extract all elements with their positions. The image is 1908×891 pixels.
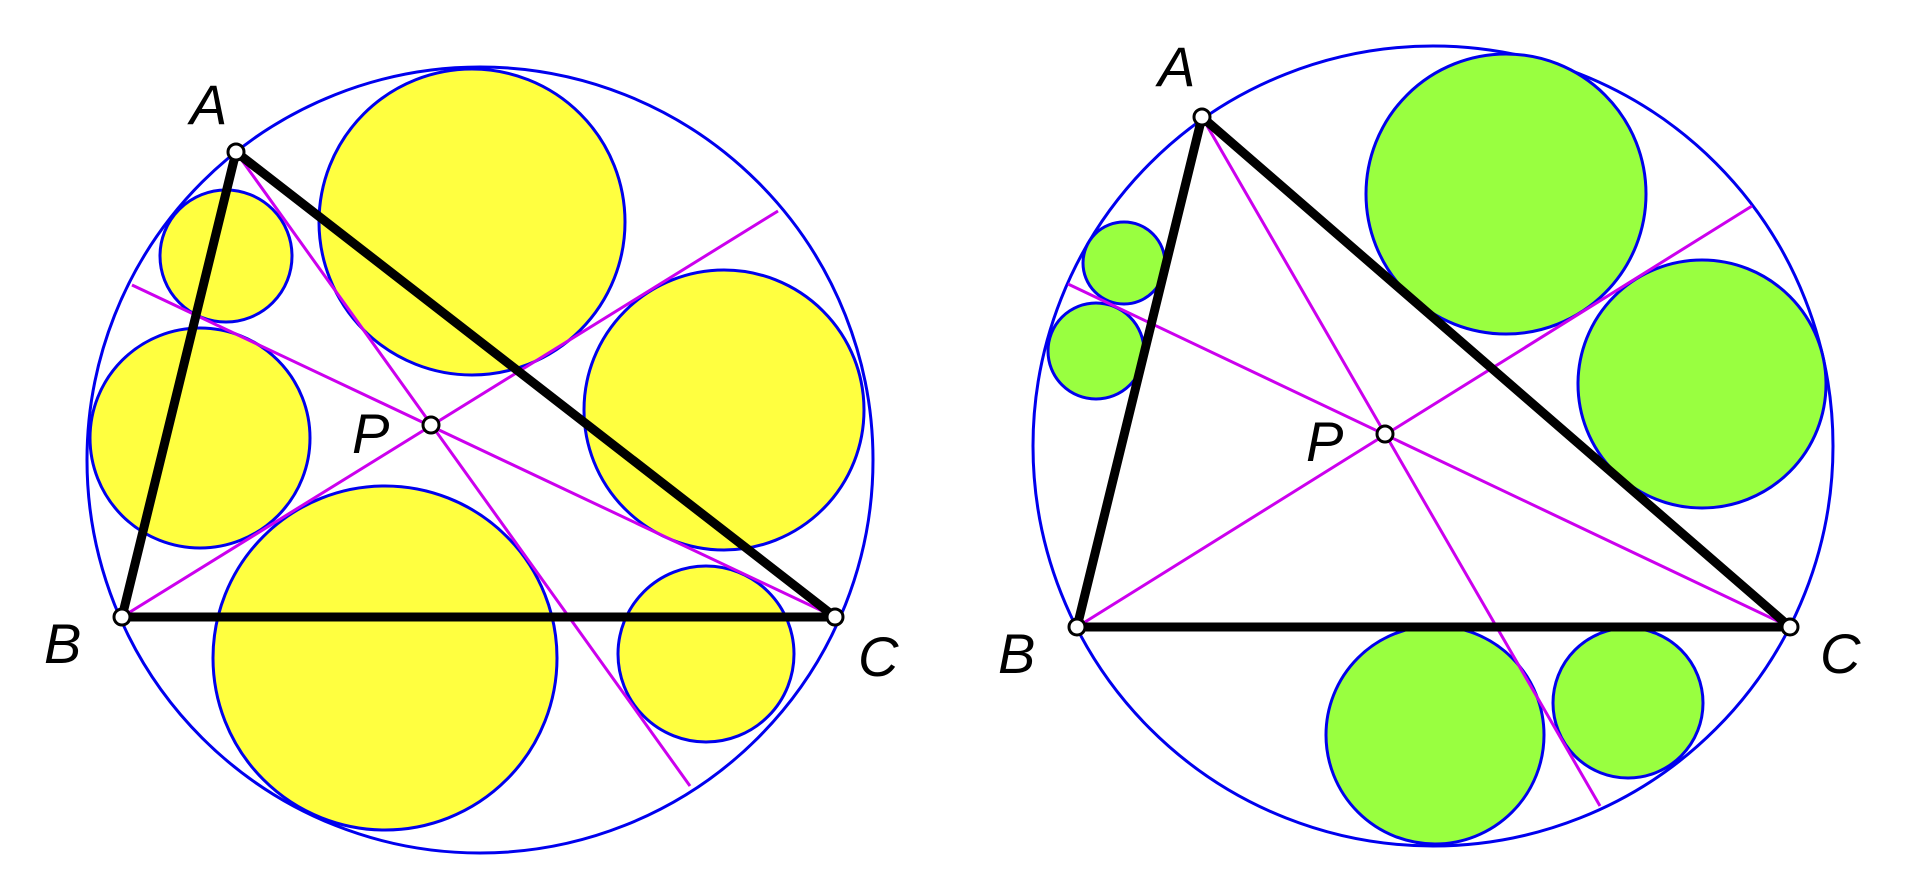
right-label-p: P [1306,410,1343,473]
left-tangent-circle-left [88,326,312,550]
right-point-c [1780,617,1800,637]
right-cevian-b [1076,204,1753,629]
left-point-b [112,607,132,627]
right-label-c: C [1820,622,1861,685]
right-triangle [1072,112,1795,632]
left-tangent-circle-top [317,67,627,377]
right-tangent-circle-small-top [1081,220,1167,306]
left-triangle [117,147,840,622]
left-tangent-circle-bottom [211,484,559,832]
right-label-a: A [1155,35,1195,98]
right-tangent-circle-small-left [1046,301,1146,401]
left-label-c: C [858,625,899,688]
left-label-a: A [187,73,227,136]
left-cevian-a [234,151,692,787]
right-figure: A B C P [998,35,1861,848]
left-tangent-circle-small-bottom [616,564,796,744]
left-tangent-circle-right [582,268,866,552]
right-tangent-circle-top [1364,52,1648,336]
left-circumcircle [85,65,875,855]
left-figure: A B C P [44,65,899,855]
left-label-b: B [44,612,81,675]
left-cevian-c [131,283,836,619]
right-tangent-circle-bottom [1324,624,1546,846]
left-label-p: P [352,402,389,465]
right-label-b: B [998,622,1035,685]
right-point-a [1192,107,1212,127]
right-point-p [1375,424,1395,444]
right-tangent-circle-right [1576,258,1828,510]
right-cevian-c [1067,282,1791,629]
left-point-p [421,415,441,435]
left-point-a [226,142,246,162]
right-circumcircle [1031,44,1835,848]
left-point-c [825,607,845,627]
right-cevian-a [1200,116,1602,807]
left-cevian-b [121,209,779,619]
right-tangent-circle-small-bottom [1551,626,1705,780]
right-point-b [1067,617,1087,637]
